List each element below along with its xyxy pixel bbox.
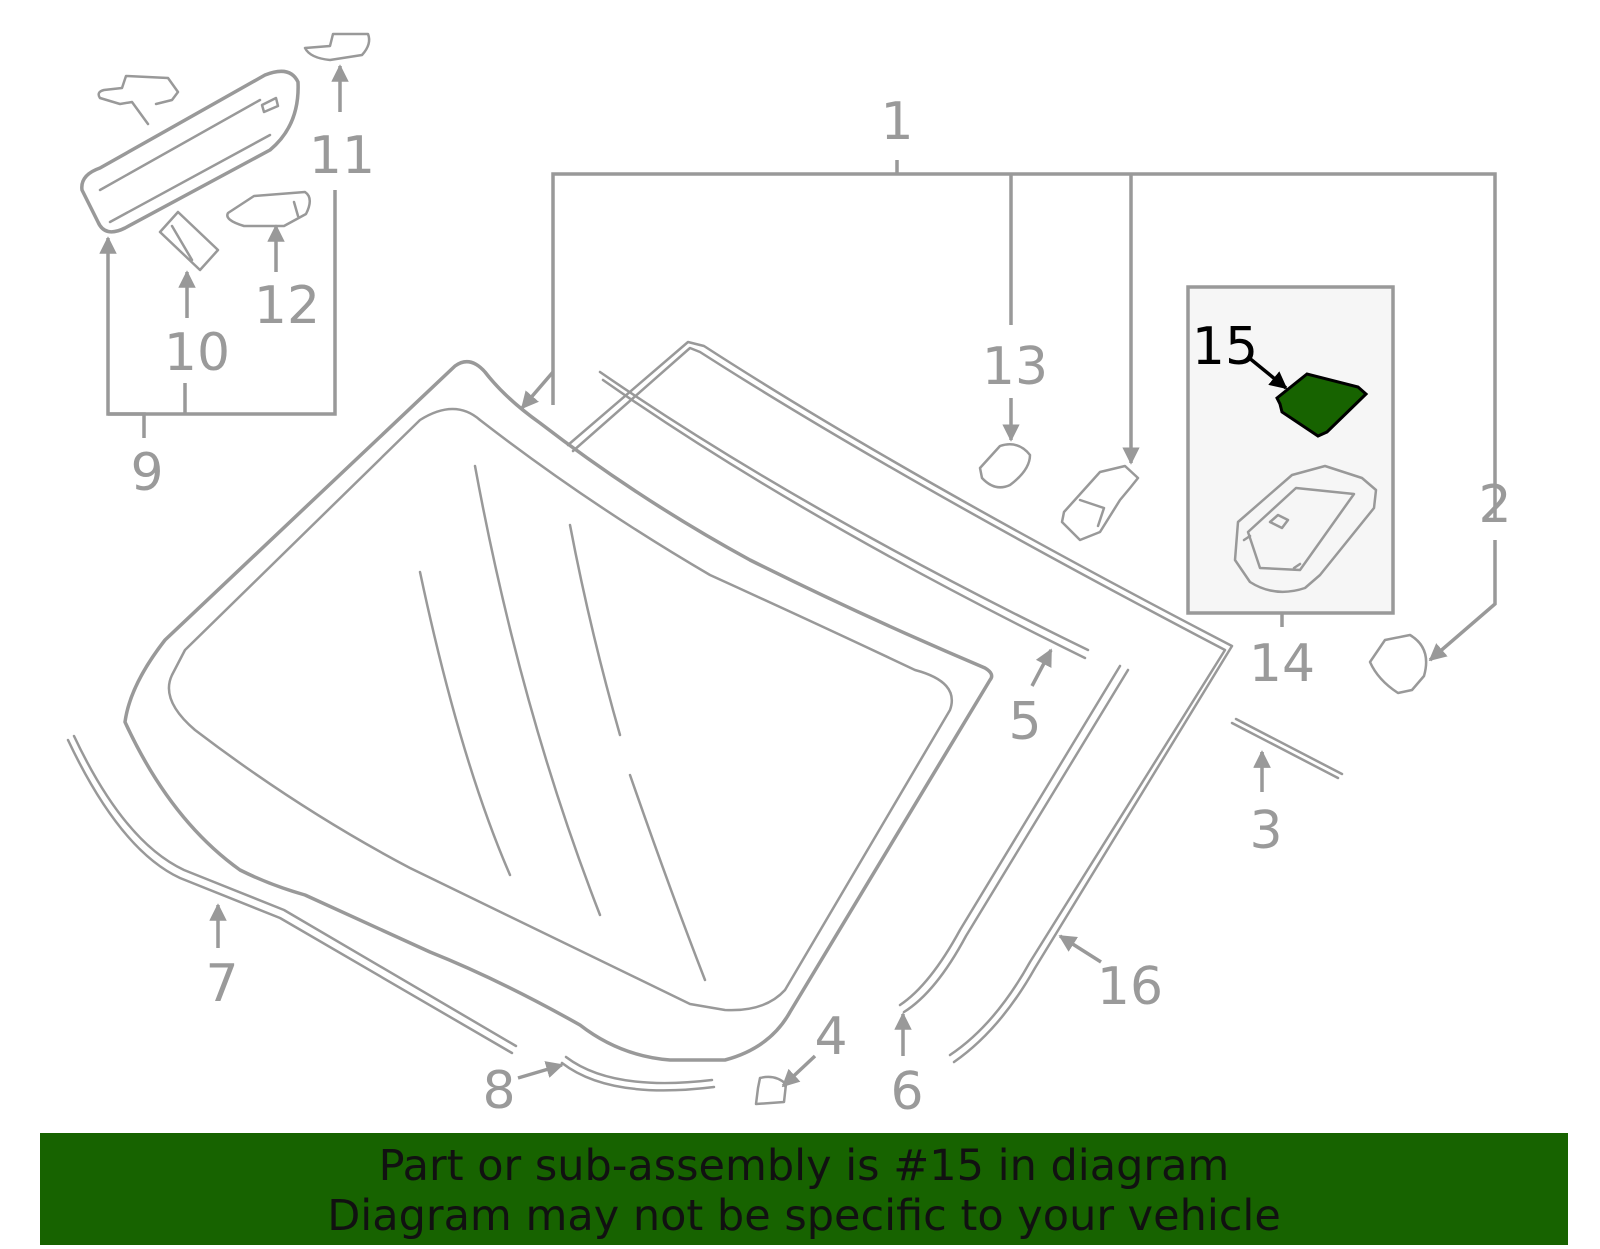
part-14-box [1186,285,1395,615]
callout-5: 5 [1008,692,1041,752]
leader-lines [99,64,1497,1088]
callout-10: 10 [164,323,230,383]
callout-9: 9 [130,443,163,503]
info-banner: Part or sub-assembly is #15 in diagram D… [40,1133,1568,1245]
callout-labels: 1 2 3 4 5 6 7 8 9 10 11 12 13 14 15 16 [130,92,1511,1122]
lower-moldings [66,734,716,1092]
parts-diagram: 1 2 3 4 5 6 7 8 9 10 11 12 13 14 15 16 [66,32,1512,1122]
callout-16: 16 [1097,957,1163,1017]
callout-13: 13 [982,337,1048,397]
callout-12: 12 [254,276,320,336]
sensor-parts [754,443,1428,1106]
callout-4: 4 [814,1007,847,1067]
callout-15: 15 [1192,317,1258,377]
banner-line-1: Part or sub-assembly is #15 in diagram [378,1141,1230,1191]
callout-11: 11 [309,126,375,186]
callout-1: 1 [880,92,913,152]
callout-14: 14 [1249,634,1315,694]
part-15-highlight [1275,372,1369,438]
callout-8: 8 [482,1061,515,1121]
mirror-assembly [80,32,371,272]
callout-6: 6 [890,1062,923,1122]
callout-3: 3 [1249,801,1282,861]
callout-2: 2 [1478,475,1511,535]
callout-7: 7 [205,954,238,1014]
part-14-housing [1233,464,1378,594]
windshield-glass [123,359,994,1062]
banner-line-2: Diagram may not be specific to your vehi… [327,1191,1281,1241]
upper-moldings [566,340,1234,1064]
